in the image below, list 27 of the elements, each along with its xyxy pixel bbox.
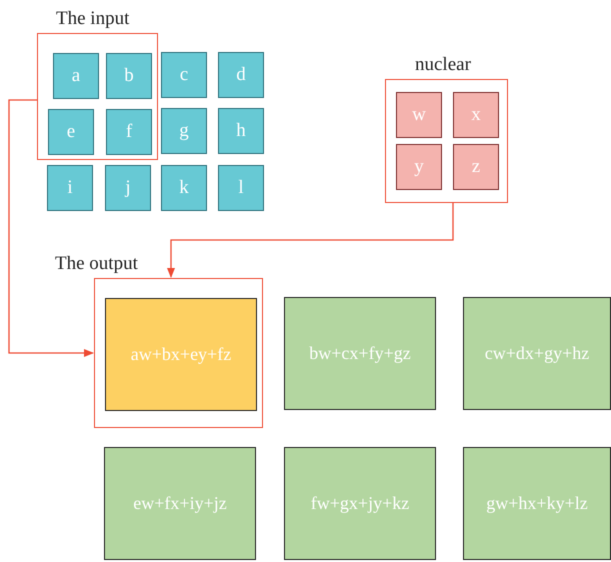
result-box: aw+bx+ey+fz <box>105 298 257 411</box>
result-box: fw+gx+jy+kz <box>284 447 436 560</box>
result-box: ew+fx+iy+jz <box>104 447 256 560</box>
matrix-cell: x <box>453 92 499 138</box>
matrix-cell: b <box>106 53 152 99</box>
matrix-cell: k <box>161 165 207 211</box>
connector-arrow <box>167 203 454 278</box>
result-box: cw+dx+gy+hz <box>463 297 611 410</box>
matrix-cell: h <box>218 108 264 154</box>
matrix-cell: c <box>161 52 207 98</box>
result-box: bw+cx+fy+gz <box>284 297 436 410</box>
section-heading: nuclear <box>415 54 471 76</box>
matrix-cell: z <box>453 144 499 190</box>
matrix-cell: e <box>48 109 94 155</box>
matrix-cell: l <box>218 165 264 211</box>
matrix-cell: g <box>161 108 207 154</box>
matrix-cell: a <box>53 53 99 99</box>
section-heading: The output <box>55 253 138 275</box>
matrix-cell: w <box>396 92 442 138</box>
section-heading: The input <box>56 8 130 30</box>
connector-arrow <box>8 99 94 357</box>
matrix-cell: j <box>105 165 151 211</box>
matrix-cell: f <box>106 109 152 155</box>
result-box: gw+hx+ky+lz <box>463 447 611 560</box>
matrix-cell: y <box>396 144 442 190</box>
matrix-cell: d <box>218 52 264 98</box>
matrix-cell: i <box>47 165 93 211</box>
